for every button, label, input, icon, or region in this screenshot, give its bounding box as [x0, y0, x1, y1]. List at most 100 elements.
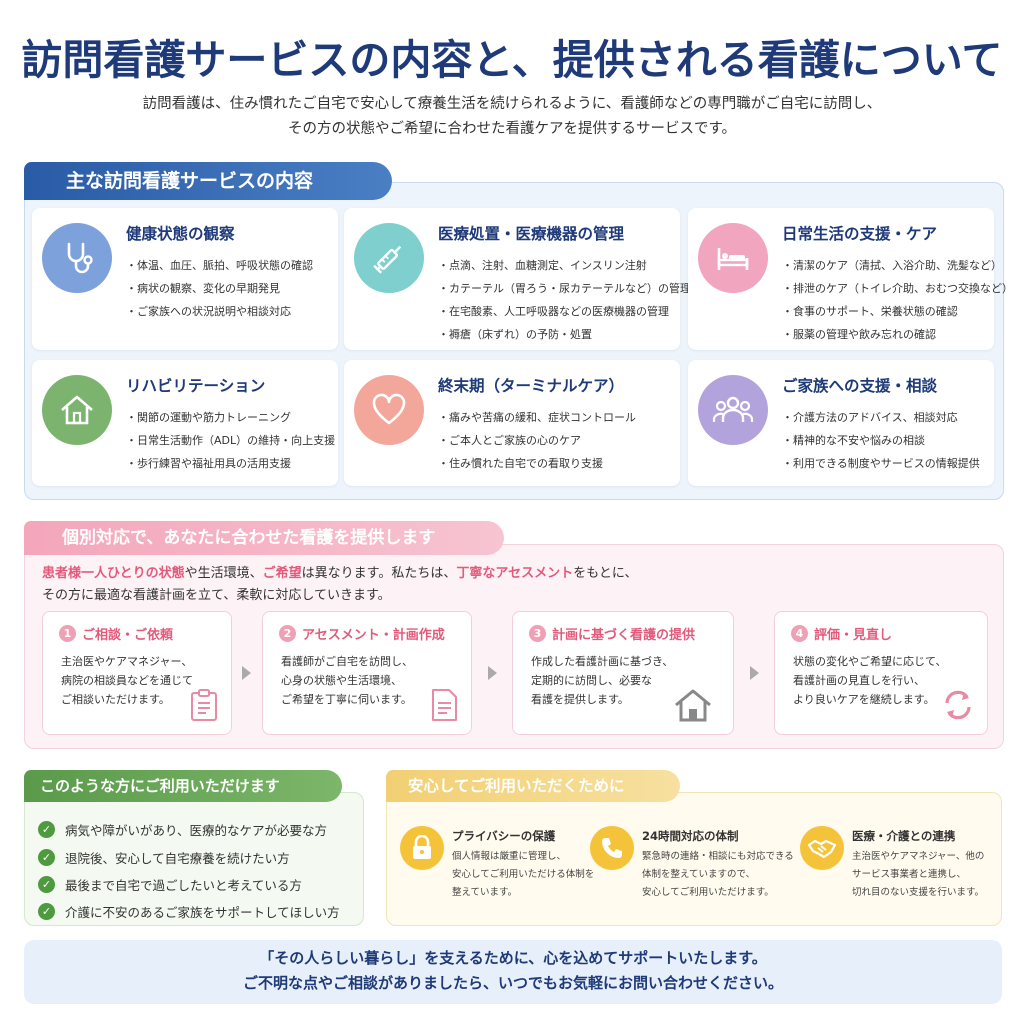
- highlight-text: 患者様一人ひとりの状態: [42, 566, 185, 581]
- chevron-right-icon: [488, 666, 497, 680]
- feature-line: 主治医やケアマネジャー、他の: [852, 851, 985, 862]
- feature-line: 個人情報は厳重に管理し、: [452, 851, 567, 862]
- step-title-text: アセスメント・計画作成: [302, 628, 445, 643]
- feature-title: 24時間対応の体制: [642, 829, 739, 843]
- step-title: 2 アセスメント・計画作成: [279, 624, 445, 643]
- syringe-icon: [354, 223, 424, 293]
- chevron-right-icon: [242, 666, 251, 680]
- feature-description: 緊急時の連絡・相談にも対応できる 体制を整えていますので、 安心してご利用いただ…: [642, 848, 794, 902]
- footer-line: ご不明な点やご相談がありましたら、いつでもお気軽にお問い合わせください。: [242, 974, 783, 992]
- list-item: ・歩行練習や福祉用具の活用支援: [126, 457, 291, 470]
- list-item: ・カテーテル（胃ろう・尿カテーテルなど）の管理: [438, 282, 691, 295]
- step-description: 作成した看護計画に基づき、 定期的に訪問し、必要な 看護を提供します。: [531, 652, 673, 709]
- feature-line: 体制を整えていますので、: [642, 869, 756, 880]
- list-item: ・住み慣れた自宅での看取り支援: [438, 457, 603, 470]
- card-title: 健康状態の観察: [126, 225, 235, 243]
- card-list: ・清潔のケア（清拭、入浴介助、洗髪など） ・排泄のケア（トイレ介助、おむつ交換な…: [782, 254, 1013, 346]
- feature-line: 安心してご利用いただけます。: [642, 887, 774, 898]
- step-line: 作成した看護計画に基づき、: [531, 655, 674, 668]
- card-list: ・痛みや苦痛の緩和、症状コントロール ・ご本人とご家族の心のケア ・住み慣れた自…: [438, 406, 636, 475]
- card-title: ご家族への支援・相談: [782, 377, 938, 395]
- step-card-1: 1 ご相談・ご依頼 主治医やケアマネジャー、 病院の相談員などを通じて ご相談いた…: [42, 611, 232, 735]
- step-title-text: ご相談・ご依頼: [82, 628, 174, 643]
- card-list: ・介護方法のアドバイス、相談対応 ・精神的な不安や悩みの相談 ・利用できる制度や…: [782, 406, 980, 475]
- card-title: 終末期（ターミナルケア）: [438, 377, 625, 395]
- highlight-text: ご希望: [262, 566, 302, 581]
- step-description: 看護師がご自宅を訪問し、 心身の状態や生活環境、 ご希望を丁寧に伺います。: [281, 652, 413, 709]
- step-title: 4 評価・見直し: [791, 624, 892, 643]
- step-line: 主治医やケアマネジャー、: [61, 655, 193, 668]
- audience-item-text: 病気や障がいがあり、医療的なケアが必要な方: [65, 823, 328, 838]
- feature-description: 主治医やケアマネジャー、他の サービス事業者と連携し、 切れ目のない支援を行いま…: [852, 848, 984, 902]
- audience-item: ✓病気や障がいがあり、医療的なケアが必要な方: [38, 820, 327, 839]
- step-title: 1 ご相談・ご依頼: [59, 624, 173, 643]
- page-title: 訪問看護サービスの内容と、提供される看護について: [21, 36, 1003, 84]
- check-icon: ✓: [38, 903, 55, 920]
- list-item: ・清潔のケア（清拭、入浴介助、洗髪など）: [782, 259, 1002, 272]
- step-line: ご希望を丁寧に伺います。: [281, 693, 412, 706]
- audience-item-text: 最後まで自宅で過ごしたいと考えている方: [65, 878, 302, 893]
- list-item: ・ご本人とご家族の心のケア: [438, 434, 581, 447]
- intro-line: 訪問看護は、住み慣れたご自宅で安心して療養生活を続けられるように、看護師などの専…: [142, 96, 882, 112]
- list-item: ・服薬の管理や飲み忘れの確認: [782, 328, 936, 341]
- service-card-terminal: 終末期（ターミナルケア） ・痛みや苦痛の緩和、症状コントロール ・ご本人とご家族…: [344, 360, 680, 486]
- card-list: ・関節の運動や筋力トレーニング ・日常生活動作（ADL）の維持・向上支援 ・歩行…: [126, 406, 335, 475]
- feature-title: 医療・介護との連携: [852, 829, 956, 843]
- service-card-rehab: リハビリテーション ・関節の運動や筋力トレーニング ・日常生活動作（ADL）の維…: [32, 360, 338, 486]
- footer-message: 「その人らしい暮らし」を支えるために、心を込めてサポートいたします。 ご不明な点…: [24, 940, 1002, 1004]
- step-line: ご相談いただけます。: [61, 693, 170, 706]
- step-title-text: 評価・見直し: [814, 628, 893, 643]
- list-item: ・排泄のケア（トイレ介助、おむつ交換など）: [782, 282, 1013, 295]
- list-item: ・病状の観察、変化の早期発見: [126, 282, 280, 295]
- individual-line-1: 患者様一人ひとりの状態や生活環境、ご希望は異なります。私たちは、丁寧なアセスメン…: [42, 563, 637, 585]
- individual-text: 患者様一人ひとりの状態や生活環境、ご希望は異なります。私たちは、丁寧なアセスメン…: [42, 563, 637, 607]
- step-description: 主治医やケアマネジャー、 病院の相談員などを通じて ご相談いただけます。: [61, 652, 193, 709]
- document-icon: [429, 688, 459, 726]
- feature-line: サービス事業者と連携し、: [852, 869, 967, 880]
- handshake-icon: [800, 826, 844, 870]
- card-title: 医療処置・医療機器の管理: [438, 225, 625, 243]
- step-line: 状態の変化やご希望に応じて、: [793, 655, 947, 668]
- family-icon: [698, 375, 768, 445]
- card-title: リハビリテーション: [126, 377, 266, 395]
- service-card-daily-life: 日常生活の支援・ケア ・清潔のケア（清拭、入浴介助、洗髪など） ・排泄のケア（ト…: [688, 208, 1013, 350]
- step-line: 看護計画の見直しを行い、: [793, 674, 925, 687]
- services-heading: 主な訪問看護サービスの内容: [24, 162, 392, 200]
- feature-line: 緊急時の連絡・相談にも対応できる: [642, 851, 794, 862]
- assurance-heading: 安心してご利用いただくために: [386, 770, 680, 802]
- list-item: ・ご家族への状況説明や相談対応: [126, 305, 291, 318]
- list-item: ・精神的な不安や悩みの相談: [782, 434, 925, 447]
- step-number: 2: [279, 625, 296, 642]
- bed-icon: [698, 223, 768, 293]
- audience-item: ✓介護に不安のあるご家族をサポートしてほしい方: [38, 902, 340, 921]
- audience-heading: このような方にご利用いただけます: [24, 770, 342, 802]
- lock-icon: [400, 826, 444, 870]
- house-icon: [673, 688, 713, 726]
- step-line: 看護師がご自宅を訪問し、: [281, 655, 413, 668]
- step-line: 病院の相談員などを通じて: [61, 674, 193, 687]
- step-title-text: 計画に基づく看護の提供: [552, 628, 696, 643]
- step-line: 定期的に訪問し、必要な: [531, 674, 652, 687]
- feature-line: 整えています。: [452, 887, 518, 898]
- house-icon: [42, 375, 112, 445]
- intro-text: 訪問看護は、住み慣れたご自宅で安心して療養生活を続けられるように、看護師などの専…: [0, 92, 1024, 142]
- highlight-text: 丁寧なアセスメント: [456, 566, 574, 581]
- text: をもとに、: [573, 566, 638, 581]
- service-card-health: 健康状態の観察 ・体温、血圧、脈拍、呼吸状態の確認 ・病状の観察、変化の早期発見…: [32, 208, 338, 350]
- step-number: 1: [59, 625, 76, 642]
- list-item: ・食事のサポート、栄養状態の確認: [782, 305, 958, 318]
- list-item: ・褥瘡（床ずれ）の予防・処置: [438, 328, 592, 341]
- card-title: 日常生活の支援・ケア: [782, 225, 938, 243]
- feature-description: 個人情報は厳重に管理し、 安心してご利用いただける体制を 整えています。: [452, 848, 594, 902]
- assurance-section: [386, 792, 1002, 926]
- text: は異なります。私たちは、: [301, 566, 457, 581]
- card-list: ・体温、血圧、脈拍、呼吸状態の確認 ・病状の観察、変化の早期発見 ・ご家族への状…: [126, 254, 313, 323]
- check-icon: ✓: [38, 876, 55, 893]
- step-number: 4: [791, 625, 808, 642]
- service-card-medical: 医療処置・医療機器の管理 ・点滴、注射、血糖測定、インスリン注射 ・カテーテル（…: [344, 208, 691, 350]
- feature-line: 安心してご利用いただける体制を: [452, 869, 595, 880]
- list-item: ・痛みや苦痛の緩和、症状コントロール: [438, 411, 636, 424]
- audience-item: ✓ 最後まで自宅で過ごしたいと考えている方: [38, 875, 302, 894]
